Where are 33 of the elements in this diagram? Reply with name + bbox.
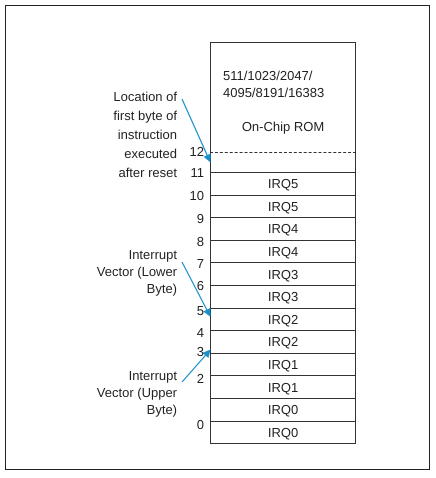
address-number: 11 — [190, 166, 204, 180]
address-number: 5 — [196, 304, 204, 318]
address-number: 2 — [196, 372, 204, 386]
memory-row: IRQ5 — [210, 172, 356, 196]
address-number: 7 — [196, 257, 204, 271]
arrow — [181, 98, 211, 162]
memory-row: IRQ1 — [210, 352, 356, 376]
address-number: 4 — [196, 326, 204, 340]
address-number: 10 — [188, 189, 204, 203]
memory-row: IRQ4 — [210, 217, 356, 241]
address-number: 12 — [188, 145, 204, 159]
address-number: 6 — [196, 279, 204, 293]
memory-row: IRQ2 — [210, 330, 356, 354]
memory-row: IRQ3 — [210, 262, 356, 286]
memory-row: IRQ1 — [210, 375, 356, 399]
address-number: 8 — [196, 235, 204, 249]
memory-row: IRQ2 — [210, 308, 356, 332]
annotation-text: Location of first byte of instruction executed after reset — [101, 87, 177, 182]
memory-row: IRQ5 — [210, 194, 356, 218]
arrow — [182, 350, 211, 382]
region-label: 511/1023/2047/ 4095/8191/16383 — [223, 67, 326, 101]
address-number: 0 — [196, 418, 204, 432]
memory-row: IRQ0 — [210, 398, 356, 422]
address-number: 9 — [196, 212, 204, 226]
memory-row: IRQ4 — [210, 240, 356, 264]
annotation-text: Interrupt Vector (Upper Byte) — [91, 367, 177, 418]
annotation-text: Interrupt Vector (Lower Byte) — [91, 246, 177, 297]
memory-row: IRQ3 — [210, 285, 356, 309]
region-label: On-Chip ROM — [240, 118, 326, 135]
arrow — [181, 262, 211, 317]
address-number: 3 — [196, 345, 204, 359]
memory-region — [210, 42, 356, 173]
memory-row: IRQ0 — [210, 420, 356, 444]
